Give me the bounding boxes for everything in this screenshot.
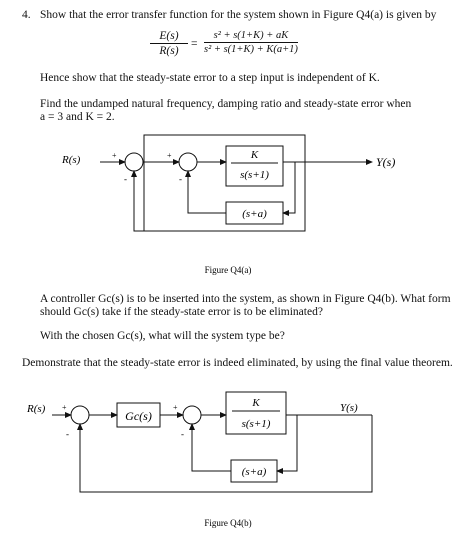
equation-equals: = <box>191 38 198 50</box>
find-statement-line2: a = 3 and K = 2. <box>40 111 115 123</box>
figure-q4b-block-denominator: s(s+1) <box>242 418 271 430</box>
figure-q4a-sign-plus-1: + <box>112 151 117 160</box>
figure-q4a <box>100 134 373 232</box>
demonstrate-statement: Demonstrate that the steady-state error … <box>22 357 453 369</box>
forward-block-k <box>225 145 284 187</box>
controller-statement-line2: should Gc(s) take if the steady-state er… <box>40 306 323 318</box>
figure-q4b-sign-minus-1: - <box>66 429 69 439</box>
figure-q4a-output-label: Y(s) <box>376 155 395 169</box>
figure-q4a-sign-plus-2: + <box>167 151 172 160</box>
figure-q4b-output-label: Y(s) <box>340 402 358 414</box>
summing-junction-b2 <box>182 405 202 425</box>
figure-q4b-block-numerator: K <box>251 397 260 409</box>
figure-q4b-sign-plus-1: + <box>62 403 67 412</box>
figure-q4b-input-label: R(s) <box>26 403 46 415</box>
figure-q4a-outer-box <box>143 134 306 232</box>
question-intro: Show that the error transfer function fo… <box>40 9 437 21</box>
figure-q4a-block-denominator: s(s+1) <box>240 169 269 181</box>
summing-junction-2 <box>178 152 198 172</box>
system-type-question: With the chosen Gc(s), what will the sys… <box>40 330 285 342</box>
summing-junction-b1 <box>70 405 90 425</box>
figure-q4a-caption: Figure Q4(a) <box>205 265 252 275</box>
figure-q4b <box>52 391 373 493</box>
equation-lhs-denominator: R(s) <box>159 45 179 57</box>
summing-junction-1 <box>124 152 144 172</box>
figure-q4b-feedback-label: (s+a) <box>242 466 267 478</box>
figure-q4a-input-label: R(s) <box>61 154 81 166</box>
hence-statement: Hence show that the steady-state error t… <box>40 72 380 84</box>
question-number: 4. <box>22 9 31 21</box>
equation-rhs-denominator: s² + s(1+K) + K(a+1) <box>204 44 298 55</box>
error-transfer-equation: E(s) R(s) = s² + s(1+K) + aK s² + s(1+K)… <box>150 30 330 64</box>
equation-rhs: s² + s(1+K) + aK s² + s(1+K) + K(a+1) <box>204 30 298 55</box>
controller-statement-line1: A controller Gc(s) is to be inserted int… <box>40 293 451 305</box>
figure-q4a-sign-minus-2: - <box>179 174 182 184</box>
figure-q4a-feedback-label: (s+a) <box>242 208 267 220</box>
figure-q4a-sign-minus-1: - <box>124 174 127 184</box>
figure-q4b-sign-plus-2: + <box>173 403 178 412</box>
figure-q4b-controller-label: Gc(s) <box>125 409 152 423</box>
find-statement-line1: Find the undamped natural frequency, dam… <box>40 98 412 110</box>
equation-rhs-numerator: s² + s(1+K) + aK <box>204 30 298 43</box>
equation-lhs: E(s) R(s) <box>150 30 188 57</box>
figure-q4b-sign-minus-2: - <box>181 429 184 439</box>
equation-lhs-numerator: E(s) <box>150 30 188 44</box>
figure-q4a-block-numerator: K <box>250 149 259 161</box>
figure-q4b-caption: Figure Q4(b) <box>204 518 251 528</box>
